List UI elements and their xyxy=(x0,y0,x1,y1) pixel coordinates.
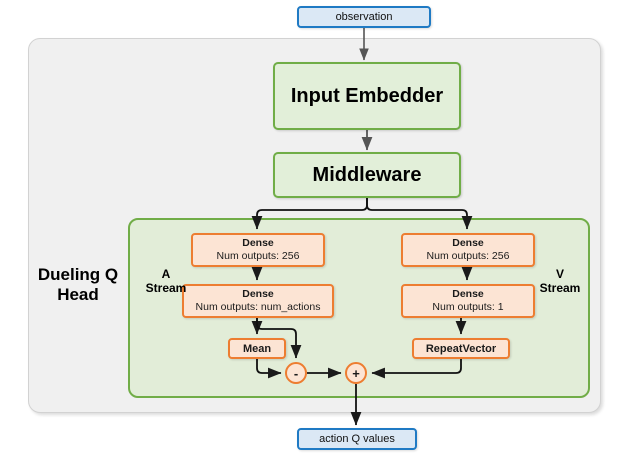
repeat-vector-node[interactable]: RepeatVector xyxy=(412,338,510,359)
observation-node[interactable]: observation xyxy=(297,6,431,28)
dense-a2-title: Dense xyxy=(242,287,274,300)
dense-v1-title: Dense xyxy=(452,236,484,249)
mean-label: Mean xyxy=(242,342,272,355)
input-embedder-node[interactable]: Input Embedder xyxy=(273,62,461,130)
dense-v1-subtitle: Num outputs: 256 xyxy=(426,250,510,262)
dueling-q-head-label-line1: Dueling Q xyxy=(37,265,119,284)
action-q-values-node[interactable]: action Q values xyxy=(297,428,417,450)
v-stream-label-line1: V xyxy=(555,267,564,281)
dense-a2-subtitle: Num outputs: num_actions xyxy=(195,301,321,313)
dueling-q-head-label-line2: Head xyxy=(57,284,99,304)
dueling-q-head-label: Dueling Q Head xyxy=(30,265,126,304)
a-stream-label: A Stream xyxy=(140,267,192,296)
subtract-symbol: - xyxy=(293,365,299,381)
a-stream-label-line1: A xyxy=(161,267,171,281)
dense-v1-node[interactable]: Dense Num outputs: 256 xyxy=(401,233,535,267)
v-stream-label: V Stream xyxy=(532,267,588,296)
input-embedder-label: Input Embedder xyxy=(290,84,444,107)
middleware-label: Middleware xyxy=(312,163,422,186)
middleware-node[interactable]: Middleware xyxy=(273,152,461,198)
dense-v2-subtitle: Num outputs: 1 xyxy=(432,301,504,313)
repeat-vector-label: RepeatVector xyxy=(425,342,497,355)
add-operator-node[interactable]: + xyxy=(345,362,367,384)
subtract-operator-node[interactable]: - xyxy=(285,362,307,384)
add-symbol: + xyxy=(352,365,360,381)
v-stream-label-line2: Stream xyxy=(539,280,581,295)
dense-v2-node[interactable]: Dense Num outputs: 1 xyxy=(401,284,535,318)
dense-a1-node[interactable]: Dense Num outputs: 256 xyxy=(191,233,325,267)
mean-node[interactable]: Mean xyxy=(228,338,286,359)
a-stream-label-line2: Stream xyxy=(145,280,187,295)
dense-a1-title: Dense xyxy=(242,236,274,249)
action-q-values-label: action Q values xyxy=(319,433,395,445)
dense-v2-title: Dense xyxy=(452,287,484,300)
dense-a2-node[interactable]: Dense Num outputs: num_actions xyxy=(182,284,334,318)
observation-label: observation xyxy=(335,11,393,23)
dense-a1-subtitle: Num outputs: 256 xyxy=(216,250,300,262)
